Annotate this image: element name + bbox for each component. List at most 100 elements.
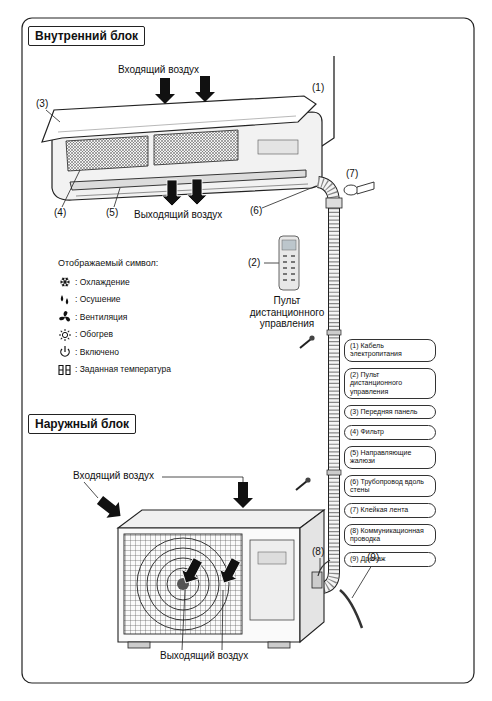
part-name-box: (5) Направляющие жалюзи bbox=[344, 446, 436, 469]
mode-symbol-group bbox=[61, 346, 69, 356]
mode-symbol bbox=[58, 276, 72, 288]
fan-ring bbox=[147, 548, 219, 620]
unit-foot bbox=[268, 642, 290, 648]
mode-symbol bbox=[58, 294, 72, 306]
mode-symbol bbox=[58, 346, 72, 358]
node-text: (3) Передняя панель bbox=[350, 408, 430, 416]
part-label: Пульт дистанционного управления bbox=[242, 295, 332, 330]
mode-symbol-group bbox=[61, 295, 69, 305]
mode-symbol-part bbox=[59, 365, 70, 374]
leader-line bbox=[84, 477, 372, 650]
mode-symbol bbox=[58, 311, 72, 323]
legend-row: : Включено bbox=[58, 346, 119, 358]
airflow-label: Входящий воздух bbox=[118, 64, 199, 76]
airflow-label: Выходящий воздух bbox=[134, 209, 222, 221]
service-panel bbox=[250, 540, 294, 620]
node-text: (6) Трубопровод вдоль стены bbox=[350, 478, 430, 495]
node-text: (7) Клейкая лента bbox=[350, 506, 430, 514]
node-text: Наружный блок bbox=[35, 417, 129, 431]
mode-symbol-part bbox=[59, 334, 61, 335]
legend-row: : Охлаждение bbox=[58, 276, 130, 288]
mode-symbol bbox=[58, 329, 72, 341]
mode-symbol-part bbox=[68, 330, 69, 331]
mode-symbol-part bbox=[65, 329, 66, 331]
mode-symbol-group bbox=[60, 277, 70, 287]
mode-symbol-part bbox=[68, 337, 69, 338]
node-text: (8) Коммуникационная проводка bbox=[350, 527, 430, 544]
callout-number: (3) bbox=[36, 98, 48, 110]
mode-symbol-part bbox=[61, 295, 64, 302]
tape-strip bbox=[357, 182, 374, 194]
mode-symbol-part bbox=[66, 298, 69, 305]
part-name-box: (9) Дренаж bbox=[344, 552, 436, 566]
mode-symbol-group bbox=[59, 311, 71, 322]
screw-head bbox=[309, 335, 314, 340]
air-arrow bbox=[155, 78, 175, 104]
part-name-box: (1) Кабель электропитания bbox=[344, 339, 436, 362]
part-name-box: (4) Фильтр bbox=[344, 425, 436, 439]
legend-row: : Обогрев bbox=[58, 329, 113, 341]
callout-number: (6) bbox=[250, 205, 262, 217]
leader-line bbox=[46, 110, 316, 263]
callout-number: (2) bbox=[248, 257, 260, 269]
legend-text: : Вентиляция bbox=[75, 313, 127, 322]
tape-roll bbox=[344, 185, 358, 195]
remote-control bbox=[279, 236, 299, 290]
mode-symbol-part bbox=[64, 346, 65, 352]
mode-symbol-group bbox=[59, 329, 71, 341]
callout-number: (5) bbox=[106, 207, 118, 219]
louver bbox=[70, 170, 306, 190]
node-text: (4) Фильтр bbox=[350, 428, 430, 436]
node-text: (9) Дренаж bbox=[350, 555, 430, 563]
outdoor-unit-side bbox=[300, 510, 324, 642]
part-name-box: (8) Коммуникационная проводка bbox=[344, 524, 436, 547]
fan-ring bbox=[137, 538, 229, 630]
pipe-clip bbox=[327, 470, 341, 475]
outdoor-unit-front bbox=[118, 528, 300, 642]
fan-guard bbox=[137, 538, 229, 630]
unit-foot bbox=[128, 642, 150, 648]
mode-symbol-group bbox=[59, 365, 70, 374]
outdoor-unit-top bbox=[118, 510, 324, 528]
mode-symbol-part bbox=[69, 334, 71, 335]
legend-text: : Охлаждение bbox=[75, 278, 130, 287]
air-arrow bbox=[215, 555, 245, 587]
air-arrow bbox=[195, 76, 215, 102]
mode-symbol-part bbox=[61, 277, 69, 287]
node-text: (5) Направляющие жалюзи bbox=[350, 449, 430, 466]
fan-grille bbox=[124, 534, 242, 634]
airflow-label: Входящий воздух bbox=[73, 470, 154, 482]
service-valves bbox=[312, 572, 322, 588]
mode-symbol-part bbox=[62, 332, 67, 337]
callout-number: (9) bbox=[367, 552, 379, 564]
legend-text: : Осушение bbox=[75, 295, 121, 304]
panel-edge bbox=[58, 116, 296, 132]
part-name-box: (7) Клейкая лента bbox=[344, 503, 436, 517]
display-window bbox=[258, 140, 298, 154]
callout-number: (7) bbox=[346, 168, 358, 180]
legend-row: : Заданная температура bbox=[58, 364, 171, 376]
screw bbox=[300, 339, 311, 348]
nameplate bbox=[258, 552, 286, 564]
air-arrow bbox=[187, 179, 207, 205]
part-name-box: (3) Передняя панель bbox=[344, 405, 436, 419]
airflow-label: Выходящий воздух bbox=[160, 650, 248, 662]
air-arrow bbox=[94, 492, 127, 524]
node-text: (1) Кабель электропитания bbox=[350, 342, 430, 359]
remote-buttons bbox=[283, 256, 295, 280]
node-text: Внутренний блок bbox=[35, 29, 138, 43]
page-frame bbox=[22, 18, 474, 683]
remote-screen bbox=[282, 240, 296, 250]
mode-symbol-part bbox=[64, 311, 68, 317]
mode-symbol-part bbox=[61, 277, 69, 287]
mode-symbol-part bbox=[65, 339, 66, 341]
mode-symbol-part bbox=[59, 315, 66, 321]
legend-heading: Отображаемый символ: bbox=[58, 258, 158, 268]
mode-symbol-part bbox=[61, 337, 62, 338]
node-text: (2) Пульт дистанционного управления bbox=[350, 371, 430, 396]
legend-text: : Включено bbox=[75, 348, 119, 357]
pipe-clip bbox=[327, 330, 341, 335]
air-arrow bbox=[162, 180, 182, 206]
